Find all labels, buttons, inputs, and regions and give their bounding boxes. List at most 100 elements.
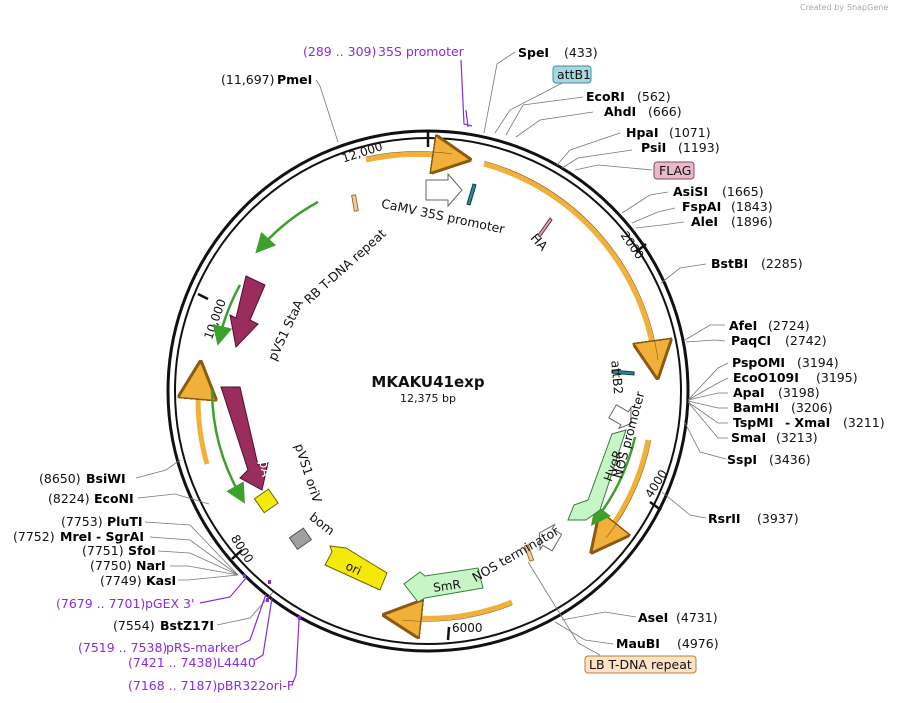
site-asei-name[interactable]: AseI bbox=[638, 610, 668, 625]
site-tspmi-name[interactable]: TspMI bbox=[733, 415, 773, 430]
pvs1-repa-arrow bbox=[220, 386, 269, 491]
orf-arc-right bbox=[483, 161, 655, 360]
primer-pgex-range: (7679 .. 7701) bbox=[56, 596, 145, 611]
site-alei-pos: (1896) bbox=[731, 214, 773, 229]
site-afei-pos: (2724) bbox=[768, 318, 810, 333]
site-paqci-pos: (2742) bbox=[785, 333, 827, 348]
tick-marks bbox=[197, 131, 662, 641]
flag-box[interactable] bbox=[653, 161, 695, 180]
primer-pgex-name[interactable]: pGEX 3' bbox=[145, 596, 194, 611]
site-bstz17i-name[interactable]: BstZ17I bbox=[160, 618, 214, 633]
site-hpai-name[interactable]: HpaI bbox=[626, 125, 659, 140]
site-pluti-name[interactable]: PluTI bbox=[107, 514, 143, 529]
site-bsiwi-name[interactable]: BsiWI bbox=[86, 471, 126, 486]
site-bstbi-name[interactable]: BstBI bbox=[711, 256, 748, 271]
flag-label: FLAG bbox=[659, 163, 691, 178]
site-alei-name[interactable]: AleI bbox=[691, 214, 718, 229]
site-spei-pos: (433) bbox=[564, 45, 598, 60]
site-spei-name[interactable]: SpeI bbox=[518, 45, 549, 60]
site-apai-pos: (3198) bbox=[778, 385, 820, 400]
nos-terminator-arrow bbox=[538, 523, 563, 552]
attb2-marker bbox=[611, 369, 635, 376]
rb-tdna-marker bbox=[351, 194, 359, 212]
plasmid-name: MKAKU41exp bbox=[371, 373, 484, 391]
site-mrei-name[interactable]: MreI bbox=[60, 529, 92, 544]
lb-tdna-marker bbox=[523, 544, 535, 562]
label-pvs1-oriv: pVS1 oriV bbox=[292, 442, 325, 505]
site-fspai-name[interactable]: FspAI bbox=[682, 199, 721, 214]
site-psii-pos: (1193) bbox=[678, 140, 720, 155]
primer-prs-name[interactable]: pRS-marker bbox=[166, 640, 241, 655]
primer-35s-name[interactable]: 35S promoter bbox=[378, 44, 465, 59]
site-sfoi-pos: (7751) bbox=[82, 543, 124, 558]
site-maubi-name[interactable]: MauBI bbox=[616, 636, 660, 651]
ori-arrow bbox=[324, 545, 388, 591]
label-camv: CaMV 35S promoter bbox=[380, 196, 507, 237]
green-arcs bbox=[210, 200, 637, 526]
site-bamhi-name[interactable]: BamHI bbox=[733, 400, 779, 415]
site-apai-name[interactable]: ApaI bbox=[733, 385, 765, 400]
site-ahdi-pos: (666) bbox=[648, 104, 682, 119]
site-sspi-pos: (3436) bbox=[769, 452, 811, 467]
nos-promoter-arrow bbox=[608, 404, 632, 430]
site-afei-name[interactable]: AfeI bbox=[729, 318, 757, 333]
site-asisi-name[interactable]: AsiSI bbox=[673, 184, 708, 199]
primer-l4440-range: (7421 .. 7438) bbox=[128, 655, 217, 670]
site-ecori-name[interactable]: EcoRI bbox=[586, 89, 625, 104]
site-smai-name[interactable]: SmaI bbox=[731, 430, 766, 445]
site-sfoi-name[interactable]: SfoI bbox=[128, 543, 156, 558]
site-bsiwi-pos: (8650) bbox=[39, 471, 81, 486]
pvs1-oriv-box bbox=[253, 488, 279, 514]
orf-arc-hygr bbox=[603, 439, 651, 538]
site-kasi-pos: (7749) bbox=[100, 573, 142, 588]
attb1-marker bbox=[466, 183, 477, 206]
lb-tdna-box[interactable] bbox=[584, 655, 697, 674]
lb-tdna-label: LB T-DNA repeat bbox=[589, 657, 692, 672]
label-nos-terminator: NOS terminator bbox=[469, 523, 562, 585]
site-ecoo109i-pos: (3195) bbox=[816, 370, 858, 385]
hygr-line bbox=[590, 436, 637, 526]
site-pmei-pos: (11,697) bbox=[221, 72, 275, 87]
site-xmai-pos: (3211) bbox=[843, 415, 885, 430]
site-econi-name[interactable]: EcoNI bbox=[94, 491, 134, 506]
plasmid-length: 12,375 bp bbox=[400, 392, 456, 405]
site-pspomi-name[interactable]: PspOMI bbox=[732, 355, 785, 370]
smr-arrow bbox=[403, 567, 484, 603]
pvs1-staa-arrow bbox=[229, 275, 266, 349]
site-smai-pos: (3213) bbox=[776, 430, 818, 445]
label-smr: SmR bbox=[432, 577, 461, 595]
site-ecoo109i-name[interactable]: EcoO109I bbox=[733, 370, 799, 385]
primer-pbr322-name[interactable]: pBR322ori-F bbox=[217, 678, 294, 693]
site-nari-pos: (7750) bbox=[90, 558, 132, 573]
attb1-label: attB1 bbox=[557, 67, 591, 82]
site-econi-pos: (8224) bbox=[48, 491, 90, 506]
primer-l4440-name[interactable]: L4440 bbox=[217, 655, 256, 670]
site-psii-name[interactable]: PsiI bbox=[641, 140, 666, 155]
label-attb2: attB2 bbox=[608, 360, 626, 395]
label-ha: HA bbox=[528, 230, 551, 254]
repa-line bbox=[210, 389, 245, 504]
site-fspai-pos: (1843) bbox=[731, 199, 773, 214]
site-sspi-name[interactable]: SspI bbox=[727, 452, 757, 467]
site-nari-name[interactable]: NarI bbox=[136, 558, 166, 573]
site-rsrii-name[interactable]: RsrII bbox=[708, 511, 741, 526]
site-pluti-pos: (7753) bbox=[61, 514, 103, 529]
site-ecori-pos: (562) bbox=[637, 89, 671, 104]
site-kasi-name[interactable]: KasI bbox=[146, 573, 176, 588]
site-pmei-name[interactable]: PmeI bbox=[277, 72, 312, 87]
site-mrei-pos: (7752) bbox=[13, 529, 55, 544]
site-xmai-name[interactable]: - XmaI bbox=[785, 415, 830, 430]
primer-prs-range: (7519 .. 7538) bbox=[78, 640, 167, 655]
attb1-box[interactable] bbox=[552, 65, 592, 84]
site-paqci-name[interactable]: PaqCI bbox=[731, 333, 771, 348]
primer-ticks bbox=[243, 574, 301, 620]
site-sgrai-name[interactable]: - SgrAI bbox=[96, 529, 144, 544]
site-bstz17i-pos: (7554) bbox=[113, 618, 155, 633]
site-pspomi-pos: (3194) bbox=[797, 355, 839, 370]
site-asei-pos: (4731) bbox=[676, 610, 718, 625]
site-hpai-pos: (1071) bbox=[669, 125, 711, 140]
orf-arc-left bbox=[198, 380, 207, 465]
site-ahdi-name[interactable]: AhdI bbox=[604, 104, 636, 119]
tick-6000: 6000 bbox=[452, 621, 483, 635]
label-bom: bom bbox=[307, 509, 338, 538]
